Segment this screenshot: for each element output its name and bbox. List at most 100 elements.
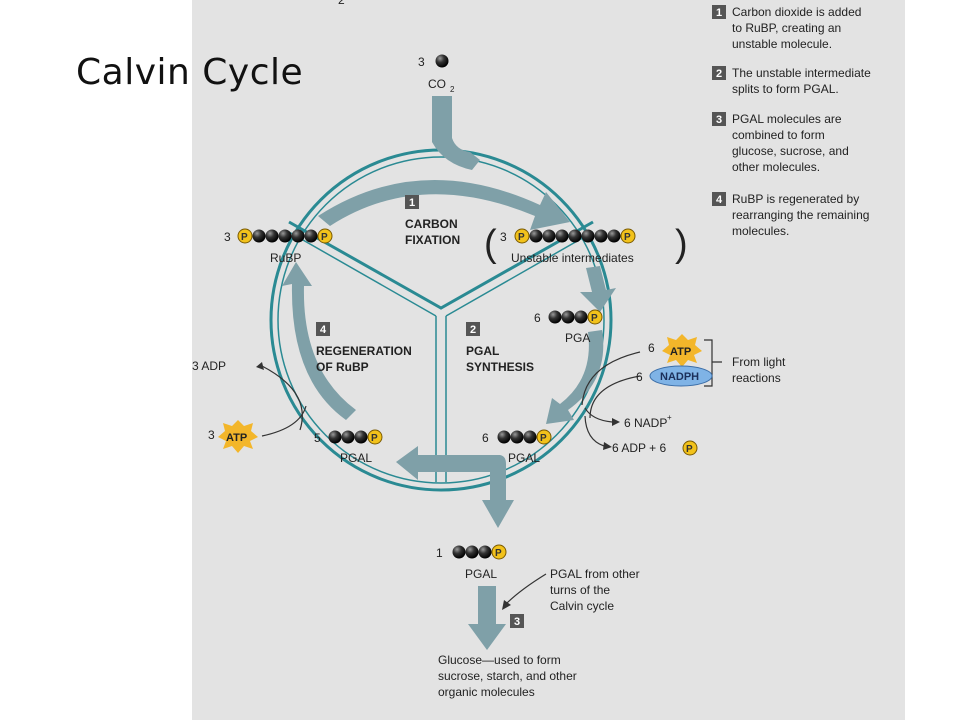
svg-text:RuBP: RuBP: [270, 251, 301, 265]
svg-text:NADPH: NADPH: [660, 371, 699, 383]
svg-text:to RuBP, creating an: to RuBP, creating an: [732, 21, 841, 35]
svg-text:Carbon dioxide is added: Carbon dioxide is added: [732, 5, 861, 19]
svg-text:4: 4: [320, 324, 327, 336]
svg-text:6: 6: [636, 370, 643, 384]
page-title: Calvin Cycle: [76, 52, 304, 93]
legend-step-3: 3 PGAL molecules are combined to form gl…: [712, 112, 849, 174]
co2-fragment-top: 2: [338, 0, 345, 7]
svg-text:2: 2: [470, 324, 476, 336]
svg-text:unstable molecule.: unstable molecule.: [732, 37, 832, 51]
svg-text:Glucose—used to form: Glucose—used to form: [438, 653, 561, 667]
svg-text:sucrose, starch, and other: sucrose, starch, and other: [438, 669, 577, 683]
atp-star-regen: [218, 420, 258, 453]
svg-text:6: 6: [534, 311, 541, 325]
svg-text:turns of the: turns of the: [550, 583, 610, 597]
legend-step-1: 1 Carbon dioxide is added to RuBP, creat…: [712, 5, 861, 51]
svg-text:ATP: ATP: [670, 346, 691, 358]
svg-text:REGENERATION: REGENERATION: [316, 344, 412, 358]
pgal-left-molecule: 5 P PGAL: [314, 429, 383, 465]
svg-text:6: 6: [482, 431, 489, 445]
svg-text:The unstable intermediate: The unstable intermediate: [732, 66, 871, 80]
pga-molecule: 6 P PGA: [534, 309, 603, 345]
light-reaction-inputs: 6 ATP 6 NADPH From light reactions 6 NAD…: [612, 334, 786, 456]
svg-text:3: 3: [716, 114, 722, 126]
svg-text:6: 6: [648, 341, 655, 355]
svg-text:3: 3: [418, 55, 425, 69]
svg-text:ATP: ATP: [226, 432, 247, 444]
svg-text:4: 4: [716, 194, 723, 206]
svg-text:1: 1: [716, 7, 722, 19]
svg-text:molecules.: molecules.: [732, 224, 789, 238]
thin-arrows: [261, 351, 641, 605]
unstable-intermediates: ( ) 3 P P Unstable intermediates: [484, 223, 688, 265]
pgal-right-molecule: 6 P PGAL: [482, 429, 552, 465]
svg-text:P: P: [591, 313, 598, 324]
svg-text:3: 3: [514, 616, 520, 628]
svg-text:RuBP is regenerated by: RuBP is regenerated by: [732, 192, 859, 206]
svg-text:6 ADP + 6: 6 ADP + 6: [612, 441, 666, 455]
pgal-out-molecule: 1 P PGAL: [436, 544, 507, 581]
svg-text:CO: CO: [428, 77, 446, 91]
svg-text:P: P: [686, 444, 693, 455]
svg-text:3 ADP: 3 ADP: [192, 359, 226, 373]
svg-text:3: 3: [500, 230, 507, 244]
flow-arrows: [282, 96, 616, 650]
svg-text:(: (: [484, 223, 497, 265]
atp-star: [662, 334, 702, 367]
step-2-label: 2 PGAL SYNTHESIS: [466, 322, 534, 374]
step-1-label: 1 CARBON FIXATION: [405, 195, 460, 247]
svg-text:glucose, sucrose, and: glucose, sucrose, and: [732, 144, 849, 158]
legend-step-4: 4 RuBP is regenerated by rearranging the…: [712, 192, 869, 238]
svg-text:2: 2: [716, 68, 722, 80]
svg-text:3: 3: [224, 230, 231, 244]
svg-text:PGAL from other: PGAL from other: [550, 567, 640, 581]
cycle-ring: [269, 148, 613, 492]
svg-text:PGAL: PGAL: [466, 344, 499, 358]
svg-text:5: 5: [314, 431, 321, 445]
svg-text:PGA: PGA: [565, 331, 590, 345]
svg-text:2: 2: [450, 85, 455, 94]
svg-text:P: P: [518, 232, 525, 243]
svg-text:P: P: [624, 232, 631, 243]
svg-text:+: +: [667, 413, 672, 422]
svg-text:Calvin cycle: Calvin cycle: [550, 599, 614, 613]
svg-text:OF RuBP: OF RuBP: [316, 360, 369, 374]
step-4-label: 4 REGENERATION OF RuBP: [316, 322, 412, 374]
svg-text:combined to form: combined to form: [732, 128, 825, 142]
svg-text:PGAL: PGAL: [465, 567, 497, 581]
pgal-other-turns: PGAL from other turns of the Calvin cycl…: [550, 567, 640, 613]
carbon-atom: [435, 54, 449, 68]
svg-text:rearranging the remaining: rearranging the remaining: [732, 208, 869, 222]
svg-text:SYNTHESIS: SYNTHESIS: [466, 360, 534, 374]
svg-text:organic molecules: organic molecules: [438, 685, 535, 699]
svg-text:P: P: [495, 548, 502, 559]
svg-text:P: P: [241, 232, 248, 243]
svg-text:P: P: [321, 232, 328, 243]
svg-text:CARBON: CARBON: [405, 217, 458, 231]
svg-text:1: 1: [436, 546, 443, 560]
glucose-output: Glucose—used to form sucrose, starch, an…: [438, 653, 577, 699]
svg-text:3: 3: [208, 428, 215, 442]
co2-input: 3 CO 2: [418, 54, 455, 94]
svg-text:other molecules.: other molecules.: [732, 160, 820, 174]
svg-text:PGAL molecules are: PGAL molecules are: [732, 112, 842, 126]
thin-arrowheads: [256, 362, 620, 610]
legend-step-2: 2 The unstable intermediate splits to fo…: [712, 66, 871, 96]
svg-text:): ): [675, 223, 688, 265]
rubp-molecule: 3 P P RuBP: [224, 228, 333, 265]
svg-text:1: 1: [409, 197, 415, 209]
svg-text:PGAL: PGAL: [340, 451, 372, 465]
svg-text:Unstable intermediates: Unstable intermediates: [511, 251, 634, 265]
svg-text:splits to form PGAL.: splits to form PGAL.: [732, 82, 839, 96]
svg-text:reactions: reactions: [732, 371, 781, 385]
step-3-label: 3: [510, 614, 524, 628]
svg-text:PGAL: PGAL: [508, 451, 540, 465]
svg-text:P: P: [371, 433, 378, 444]
svg-text:6 NADP: 6 NADP: [624, 416, 667, 430]
light-bracket: [704, 339, 722, 387]
svg-text:FIXATION: FIXATION: [405, 233, 460, 247]
regeneration-inputs: 3 ADP 3 ATP: [192, 359, 258, 453]
nadph-oval: [649, 365, 713, 387]
svg-text:P: P: [540, 433, 547, 444]
